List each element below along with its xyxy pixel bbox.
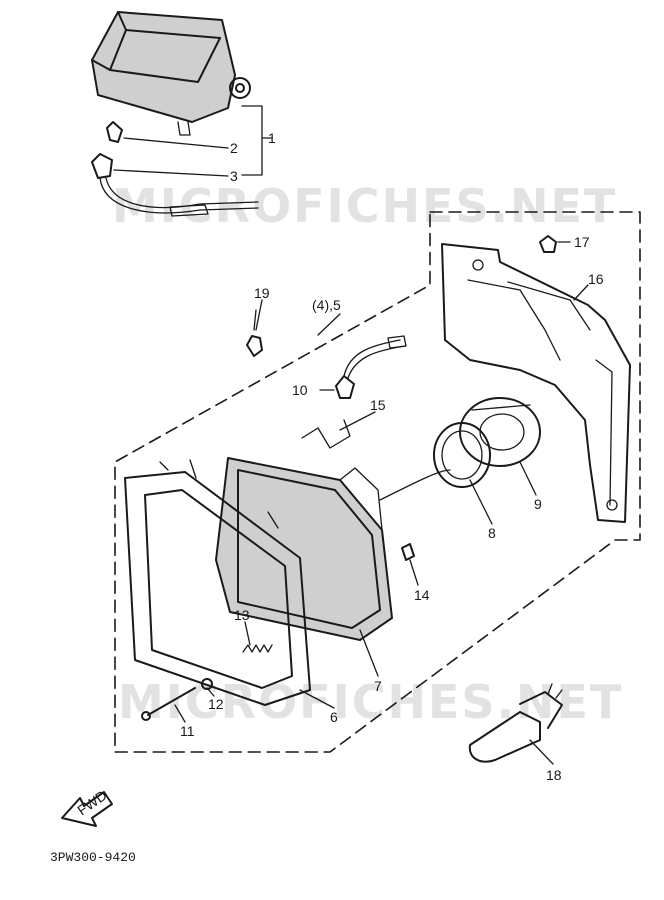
leader-7: [359, 629, 379, 677]
assembly-boundary: [114, 211, 641, 753]
callout-7: 7: [374, 678, 382, 694]
leader-1-bracket: [241, 105, 263, 176]
leader-8: [469, 479, 493, 525]
callout-13: 13: [234, 607, 250, 623]
leader-3: [113, 169, 229, 177]
callout-17: 17: [574, 234, 590, 250]
leader-19: [255, 299, 263, 331]
leader-16: [573, 284, 589, 301]
headlight-bracket: [441, 243, 631, 523]
spring-clip-15: [301, 419, 351, 449]
leader-4-5: [317, 313, 341, 336]
meter-housing: [91, 11, 251, 136]
leader-14: [409, 559, 419, 586]
callout-18: 18: [546, 767, 562, 783]
clip-14: [401, 543, 415, 561]
retaining-ring: [433, 422, 491, 488]
callout-2: 2: [230, 140, 238, 156]
leader-12: [206, 687, 215, 697]
callout-6: 6: [330, 709, 338, 725]
front-arrow-icon: FWD: [61, 787, 113, 827]
bulb-19: [246, 309, 263, 357]
leader-6: [299, 689, 335, 709]
callout-4-5: (4),5: [312, 297, 341, 313]
halogen-bulb: [468, 683, 563, 763]
leader-2: [123, 137, 229, 149]
callout-9: 9: [534, 496, 542, 512]
callout-15: 15: [370, 397, 386, 413]
callout-19: 19: [254, 285, 270, 301]
leader-13: [244, 621, 251, 646]
headlight-unit: [215, 457, 451, 641]
callout-14: 14: [414, 587, 430, 603]
callout-11: 11: [180, 723, 195, 739]
callout-8: 8: [488, 525, 496, 541]
socket-10: [335, 335, 407, 399]
callout-12: 12: [208, 696, 224, 712]
leader-15: [339, 411, 376, 431]
screw-11: [141, 687, 196, 721]
callout-3: 3: [230, 168, 238, 184]
callout-16: 16: [588, 271, 604, 287]
callout-10: 10: [292, 382, 308, 398]
socket-with-wires: [91, 153, 259, 217]
callout-1: 1: [268, 130, 276, 146]
nut-12: [201, 678, 213, 690]
bulb-holder: [459, 397, 541, 467]
spring-13: [242, 644, 273, 653]
headlight-rim: [124, 459, 311, 706]
leader-9: [519, 461, 537, 496]
leader-11: [174, 704, 186, 723]
leader-18: [529, 739, 554, 765]
bulb-small: [106, 121, 123, 143]
part-code: 3PW300-9420: [50, 850, 136, 865]
nut-17: [539, 235, 557, 253]
